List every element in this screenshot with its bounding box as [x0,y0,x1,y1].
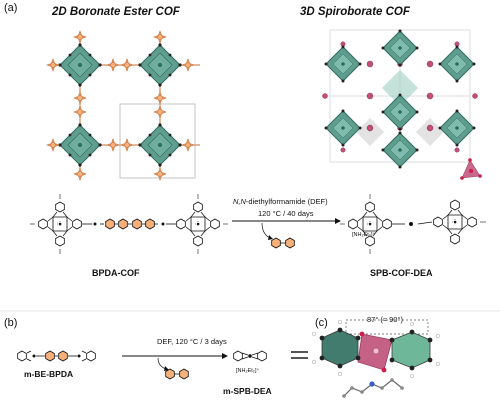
reaction-arrow-a [232,218,341,249]
panel-label-a: (a) [4,2,18,14]
label-nh2et2-a: [NH₂Et₂]⁺ [352,232,376,238]
label-m-be-bpda: m-BE-BPDA [24,369,74,379]
panel-label-c: (c) [315,317,328,329]
equivalence-sign [291,351,308,359]
reaction-arrow-b [122,353,228,380]
label-bpda-cof: BPDA-COF [92,268,140,278]
structure-spb-cof-dea [340,194,486,254]
title-2d-cof: 2D Boronate Ester COF [52,6,180,18]
def-italic: N,N [233,197,246,206]
reaction-conditions-line1: N,N-diethylformamide (DEF) [233,197,328,206]
structure-m-be-bpda [17,350,96,362]
lattice-3d [322,29,482,180]
title-3d-cof: 3D Spiroborate COF [300,6,410,18]
angle-annotation: 87° (≈ 90°) [367,315,403,324]
reaction-conditions-b: DEF, 120 °C / 3 days [157,337,227,346]
panel-label-b: (b) [4,317,18,329]
reaction-conditions-line2: 120 °C / 40 days [258,209,314,218]
crystal-structure-c [312,319,441,398]
label-m-spb-dea: m-SPB-DEA [223,386,272,396]
def-rest: -diethylformamide (DEF) [245,197,328,206]
label-nh2et2-b: [NH₂Et₂]⁺ [236,368,260,374]
lattice-2d [46,30,200,181]
structure-bpda-cof [30,194,228,254]
label-spb-cof-dea: SPB-COF-DEA [370,268,433,278]
structure-m-spb-dea [233,350,267,362]
